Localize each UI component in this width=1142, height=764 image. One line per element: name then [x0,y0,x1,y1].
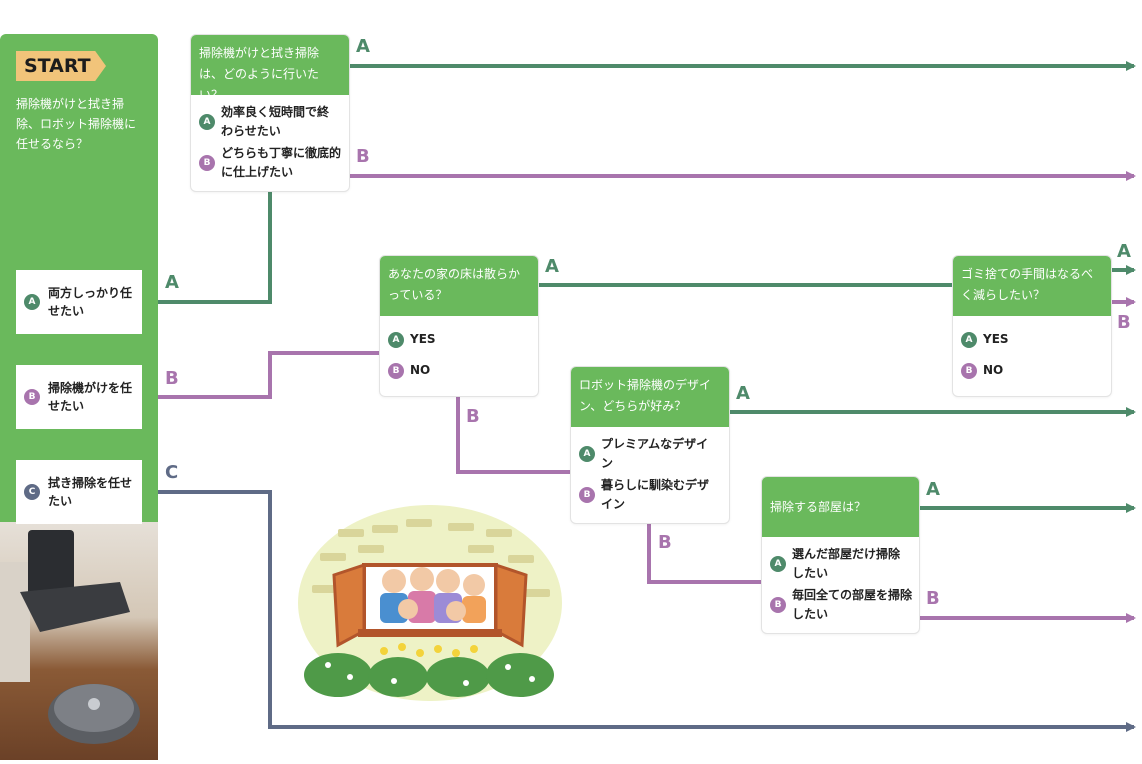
question-card-cleaning-method: 掃除機がけと拭き掃除は、どのように行いたい？ A 効率良く短時間で終わらせたい … [190,34,350,192]
answer-option-b[interactable]: B NO [953,361,1111,380]
answer-label: YES [410,332,436,346]
family-window-illustration [298,505,562,701]
connector-start-b [142,351,379,399]
branch-label-start-c: C [165,462,179,483]
question-card-rooms: 掃除する部屋は？ A 選んだ部屋だけ掃除したい B 毎回全ての部屋を掃除したい [761,476,920,634]
option-a-icon: A [579,446,595,462]
option-a-icon: A [961,331,977,348]
branch-label-start-a: A [165,272,179,293]
start-option-a-label: 両方しっかり任せたい [48,286,133,318]
connector-start-a [142,190,272,304]
answer-option-a[interactable]: A プレミアムなデザイン [571,435,729,473]
branch-label-q1-b: B [356,146,370,167]
answer-option-a[interactable]: A 選んだ部屋だけ掃除したい [762,545,919,583]
answer-option-a[interactable]: A YES [380,330,538,349]
answer-label: 毎回全ての部屋を掃除したい [792,588,913,621]
question-text: あなたの家の床は散らかっている？ [380,256,538,316]
start-option-a[interactable]: A 両方しっかり任せたい [16,270,142,334]
question-text: 掃除機がけと拭き掃除は、どのように行いたい？ [191,35,349,102]
option-a-icon: A [199,114,215,130]
branch-label-q2-a: A [545,256,559,277]
question-text: ゴミ捨ての手間はなるべく減らしたい？ [953,256,1111,316]
option-a-icon: A [24,294,40,310]
question-text: 掃除する部屋は？ [762,477,919,537]
answer-label: どちらも丁寧に徹底的に仕上げたい [221,146,342,179]
start-option-c[interactable]: C 拭き掃除を任せたい [16,460,142,524]
connector-q4-b [647,523,761,584]
answer-option-b[interactable]: B どちらも丁寧に徹底的に仕上げたい [191,144,349,182]
branch-label-q3-b: B [1117,312,1131,333]
answer-label: 選んだ部屋だけ掃除したい [792,547,901,580]
answer-label: NO [410,363,431,377]
start-badge: START [16,51,106,81]
option-a-icon: A [770,556,786,572]
question-card-floor-clutter: あなたの家の床は散らかっている？ A YES B NO [379,255,539,397]
answer-label: YES [983,332,1009,346]
branch-label-q1-a: A [356,36,370,57]
branch-label-q4-b: B [658,532,672,553]
branch-label-q4-a: A [736,383,750,404]
option-b-icon: B [24,389,40,405]
branch-label-start-b: B [165,368,179,389]
family-window-illustration-art [298,505,562,701]
answer-option-b[interactable]: B NO [380,361,538,380]
option-a-icon: A [388,331,404,348]
question-card-design-preference: ロボット掃除機のデザイン、どちらが好み？ A プレミアムなデザイン B 暮らしに… [570,366,730,524]
start-option-c-label: 拭き掃除を任せたい [48,476,133,508]
answer-option-b[interactable]: B 暮らしに馴染むデザイン [571,476,729,514]
branch-label-q2-b: B [466,406,480,427]
option-b-icon: B [961,362,977,379]
answer-option-a[interactable]: A 効率良く短時間で終わらせたい [191,103,349,141]
option-c-icon: C [24,484,40,500]
answer-option-b[interactable]: B 毎回全ての部屋を掃除したい [762,586,919,624]
option-b-icon: B [579,487,595,503]
branch-label-q5-b: B [926,588,940,609]
connector-q2-b [456,396,570,474]
question-card-dust-disposal: ゴミ捨ての手間はなるべく減らしたい？ A YES B NO [952,255,1112,397]
option-b-icon: B [388,362,404,379]
start-question: 掃除機がけと拭き掃除、ロボット掃除機に任せるなら？ [16,97,137,151]
answer-label: プレミアムなデザイン [601,437,709,470]
option-b-icon: B [199,155,215,171]
branch-label-q3-a: A [1117,241,1131,262]
start-option-b-label: 掃除機がけを任せたい [48,381,133,413]
branch-label-q5-a: A [926,479,940,500]
answer-label: NO [983,363,1004,377]
answer-option-a[interactable]: A YES [953,330,1111,349]
question-text: ロボット掃除機のデザイン、どちらが好み？ [571,367,729,427]
start-option-b[interactable]: B 掃除機がけを任せたい [16,365,142,429]
robot-vacuum-photo [0,522,158,760]
answer-label: 効率良く短時間で終わらせたい [221,105,330,138]
option-b-icon: B [770,597,786,613]
answer-label: 暮らしに馴染むデザイン [601,478,710,511]
robot-vacuum-photo-art [0,530,140,744]
connector-start-c [142,490,1136,732]
